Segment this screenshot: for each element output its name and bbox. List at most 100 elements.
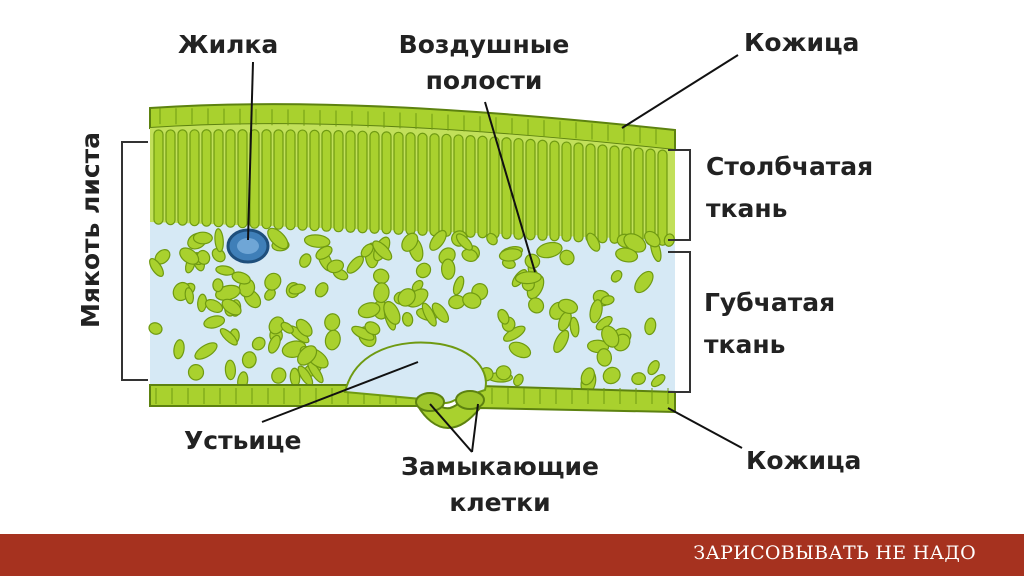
palisade-cell (153, 129, 164, 225)
spongy-cell (288, 283, 306, 295)
spongy-cell (644, 230, 661, 248)
label-epidermis-bottom: Кожица (746, 446, 862, 475)
pointer-air-cavities (484, 101, 536, 273)
palisade-cell (261, 129, 272, 230)
spongy-cell (601, 325, 620, 348)
spongy-cell (498, 248, 523, 262)
spongy-cell (508, 341, 532, 359)
palisade-cell (357, 130, 368, 234)
spongy-cell (602, 366, 621, 385)
palisade-cell (465, 134, 476, 238)
vein-core (237, 238, 259, 254)
spongy-cell (297, 345, 318, 366)
palisade-cell (297, 129, 308, 231)
guard-cell-left (415, 392, 445, 412)
spongy-cell (295, 318, 313, 337)
palisade-cell (333, 130, 344, 233)
palisade-cell (633, 147, 644, 245)
spongy-cell (631, 372, 646, 386)
palisade-cell (585, 143, 596, 243)
palisade-cell (525, 138, 536, 241)
spongy-cell (221, 298, 242, 316)
label-leaf-pulp: Мякоть листа (76, 131, 105, 329)
pointer-vein (247, 61, 254, 241)
palisade-cell (573, 142, 584, 243)
spongy-cell (401, 232, 419, 252)
palisade-cell (657, 149, 668, 246)
palisade-cell (453, 134, 464, 238)
palisade-cells (153, 129, 668, 246)
spongy-cell (184, 287, 195, 305)
palisade-cell (609, 145, 620, 244)
label-palisade-2: ткань (706, 194, 788, 223)
spongy-cell (192, 231, 213, 245)
spongy-cell (315, 245, 333, 260)
palisade-cell (177, 129, 188, 226)
spongy-cell (326, 259, 345, 274)
spongy-cell (514, 271, 542, 285)
spongy-cell (215, 265, 235, 276)
spongy-cell (586, 232, 601, 252)
spongy-cell (267, 227, 289, 250)
spongy-cell (536, 241, 563, 259)
label-spongy-1: Губчатая (704, 288, 836, 317)
spongy-cell (148, 322, 163, 335)
spongy-cell (314, 282, 329, 298)
spongy-cell (241, 351, 257, 369)
spongy-cell (211, 247, 226, 263)
spongy-cell (251, 336, 266, 351)
spongy-cell (203, 315, 226, 329)
spongy-cell (440, 258, 456, 280)
bracket-palisade (668, 149, 691, 241)
palisade-cell (309, 129, 320, 232)
pointer-epidermis-bottom (667, 407, 743, 449)
spongy-cell (372, 240, 393, 261)
palisade-cell (201, 129, 212, 227)
spongy-cell (528, 297, 545, 314)
spongy-cell (634, 270, 654, 294)
label-stoma: Устьице (184, 426, 302, 455)
spongy-cell (559, 249, 575, 266)
spongy-cell (647, 360, 660, 376)
spongy-cell (264, 272, 282, 291)
label-palisade-1: Столбчатая (706, 152, 874, 181)
guard-cell-right (455, 390, 485, 410)
spongy-cell (415, 262, 432, 279)
spongy-cell (486, 232, 498, 246)
epidermis-cell-walls (155, 108, 669, 404)
palisade-cell (345, 130, 356, 233)
spongy-cell (373, 268, 390, 285)
palisade-cell (369, 130, 380, 234)
pointer-guard-right (471, 403, 479, 453)
palisade-cell (381, 131, 392, 235)
spongy-cell (569, 316, 580, 338)
spongy-cell (280, 321, 294, 334)
label-spongy-2: ткань (704, 330, 786, 359)
spongy-cell (187, 364, 205, 381)
palisade-cell (597, 144, 608, 244)
spongy-cell (452, 275, 465, 296)
spongy-cell (495, 365, 512, 381)
spongy-cell (650, 374, 666, 388)
spongy-cell (580, 367, 595, 386)
spongy-cell (455, 233, 473, 251)
pointer-epidermis-top (621, 54, 739, 129)
label-air-cavities-1: Воздушные (398, 30, 570, 59)
spongy-cell (173, 339, 185, 360)
palisade-cell (441, 133, 452, 237)
spongy-cell (401, 311, 414, 327)
palisade-cell (225, 129, 236, 228)
footer-note: ЗАРИСОВЫВАТЬ НЕ НАДО (693, 542, 976, 564)
spongy-cell (600, 295, 615, 306)
spongy-cell (429, 229, 447, 251)
label-epidermis-top: Кожица (744, 28, 860, 57)
palisade-cell (513, 137, 524, 240)
spongy-cell (214, 228, 224, 253)
spongy-cell (149, 257, 164, 278)
spongy-cell (194, 342, 218, 360)
spongy-cell (373, 282, 390, 304)
palisade-cell (285, 129, 296, 231)
footer-bar: ЗАРИСОВЫВАТЬ НЕ НАДО (0, 534, 1024, 576)
palisade-cell (237, 129, 248, 229)
